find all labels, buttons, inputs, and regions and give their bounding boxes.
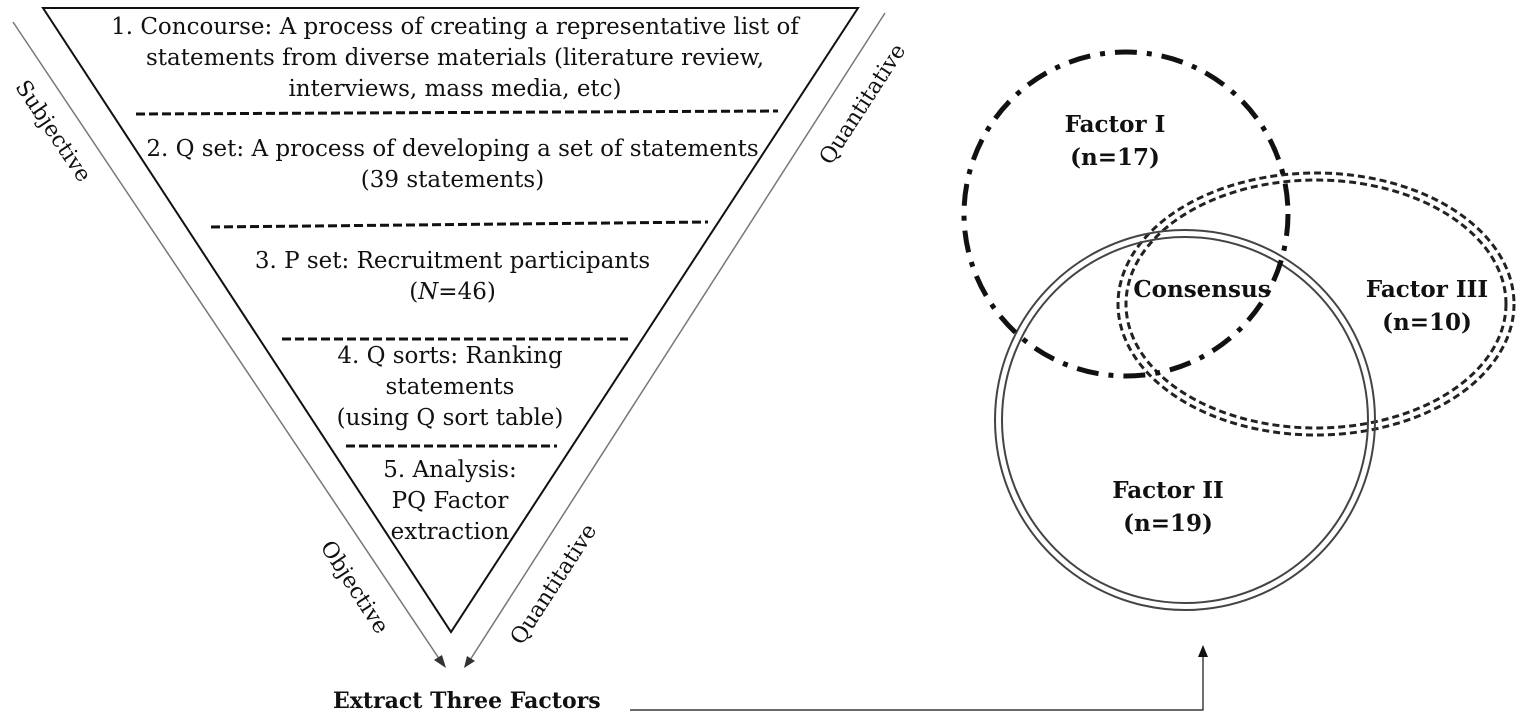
- step-p-set-line-2: (N=46): [230, 277, 675, 308]
- step-analysis-line-2: PQ Factor: [391, 488, 509, 514]
- separator-2: [210, 220, 709, 229]
- connector-arrow-head: [1198, 645, 1208, 657]
- factor1-label: Factor I (n=17): [1040, 108, 1190, 174]
- right-side-arrow: [469, 12, 886, 661]
- funnel-triangle: [41, 7, 860, 634]
- step-q-sorts-line-3: (using Q sort table): [336, 405, 564, 431]
- consensus-label: Consensus: [1133, 276, 1271, 303]
- right-arrow-head: [464, 656, 475, 668]
- factor2-circle-outer: [994, 229, 1376, 611]
- step-q-set: 2. Q set: A process of developing a set …: [140, 134, 765, 196]
- factor2-count: (n=19): [1123, 510, 1213, 537]
- factor3-name: Factor III: [1365, 276, 1489, 303]
- factor2-circle-inner: [1001, 236, 1369, 604]
- step-p-set-line-1: 3. P set: Recruitment participants: [254, 248, 651, 274]
- step-q-set-line-2: (39 statements): [360, 167, 545, 193]
- left-side-arrow: [12, 21, 441, 661]
- step-q-sorts-line-2: statements: [385, 374, 515, 400]
- step-analysis-line-1: 5. Analysis:: [383, 457, 517, 483]
- factor1-name: Factor I: [1064, 111, 1166, 138]
- step-concourse-line-1: 1. Concourse: A process of creating a re…: [111, 14, 799, 40]
- connector-line: [630, 655, 1204, 711]
- step-p-set-paren: (: [409, 279, 419, 305]
- extract-three-factors-label: Extract Three Factors: [333, 688, 601, 714]
- step-concourse-line-2: statements from diverse materials (liter…: [145, 45, 765, 71]
- step-p-set-variable: N: [418, 279, 439, 305]
- step-analysis: 5. Analysis: PQ Factor extraction: [350, 455, 550, 548]
- step-q-set-line-1: 2. Q set: A process of developing a set …: [146, 136, 759, 162]
- factor3-label: Factor III (n=10): [1352, 273, 1502, 339]
- factor1-count: (n=17): [1070, 144, 1160, 171]
- factor2-label: Factor II (n=19): [1093, 474, 1243, 540]
- step-q-sorts-line-1: 4. Q sorts: Ranking: [337, 343, 563, 369]
- step-p-set: 3. P set: Recruitment participants (N=46…: [230, 246, 675, 308]
- left-arrow-head: [434, 655, 446, 668]
- step-concourse-line-3: interviews, mass media, etc): [288, 76, 622, 102]
- separator-1: [135, 109, 779, 116]
- step-q-sorts: 4. Q sorts: Ranking statements (using Q …: [305, 341, 595, 434]
- step-p-set-count: =46): [438, 279, 496, 305]
- step-concourse: 1. Concourse: A process of creating a re…: [90, 12, 820, 105]
- factor3-ellipse-outer: [1116, 171, 1516, 437]
- step-analysis-line-3: extraction: [390, 519, 510, 545]
- factor1-circle: [961, 49, 1291, 379]
- factor3-ellipse-inner: [1124, 178, 1508, 430]
- factor2-name: Factor II: [1112, 477, 1224, 504]
- factor3-count: (n=10): [1382, 309, 1472, 336]
